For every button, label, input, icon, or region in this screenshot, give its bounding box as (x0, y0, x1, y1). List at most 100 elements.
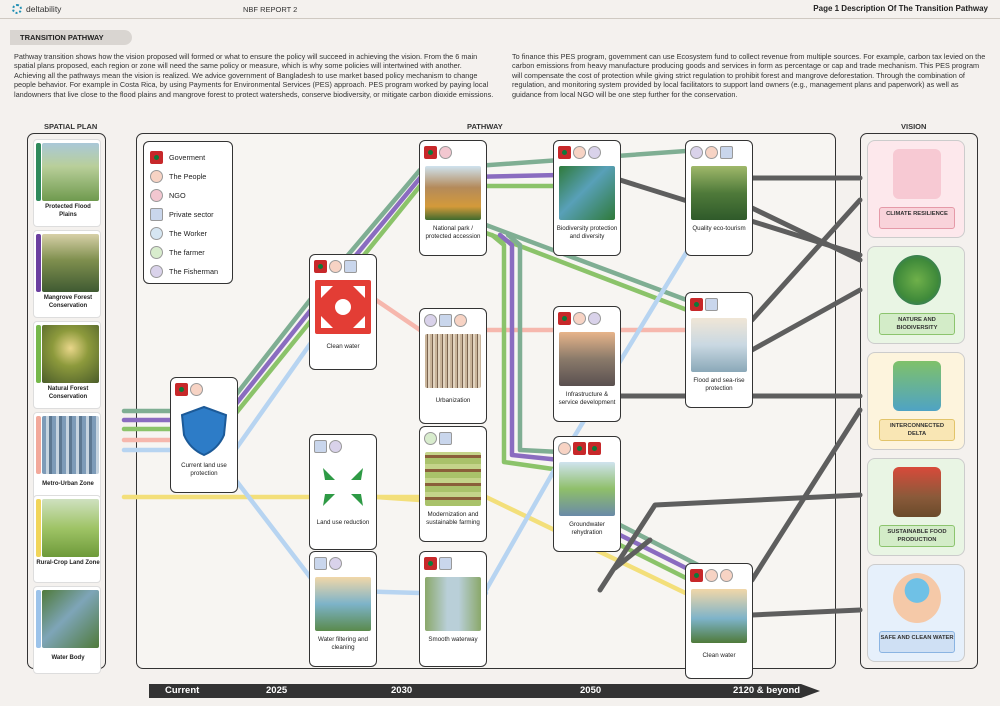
node-biodiversity[interactable]: Biodiversity protection and diversity (553, 140, 621, 256)
node-clean-water-2120[interactable]: Clean water (685, 563, 753, 679)
timeline-2120: 2120 & beyond (733, 685, 801, 696)
vision-sustainable-food[interactable]: SUSTAINABLE FOOD PRODUCTION (867, 458, 965, 556)
spatial-color-bar (36, 143, 41, 201)
vision-link-clean-water-delta (749, 407, 863, 583)
flow-rural-to-farming (373, 494, 423, 503)
spatial-label: Water Body (51, 655, 85, 661)
vision-climate-resilience[interactable]: CLIMATE RESILIENCE (867, 140, 965, 238)
private-sector-icon (439, 432, 452, 445)
node-label: Clean water (326, 343, 360, 350)
people-icon (150, 170, 163, 183)
legend-row-private: Private sector (150, 208, 214, 221)
flow-mangrove-down (497, 232, 563, 463)
government-flag-icon (558, 312, 571, 325)
waterway-image (425, 577, 481, 631)
water-body-image (42, 590, 99, 648)
node-current-land-use[interactable]: Current land use protection (170, 377, 238, 493)
timeline-2050: 2050 (580, 685, 602, 696)
node-label: National park / protected accession (425, 225, 481, 240)
node-eco-tourism[interactable]: Quality eco-tourism (685, 140, 753, 256)
government-flag-icon (175, 383, 188, 396)
node-modern-farming[interactable]: Modernization and sustainable farming (419, 426, 487, 542)
node-label: Urbanization (435, 397, 471, 404)
spatial-card-natural-forest[interactable]: Natural Forest Conservation (33, 321, 101, 409)
spatial-label: Metro-Urban Zone (42, 481, 94, 487)
fisherman-icon (329, 440, 342, 453)
flow-flood-down (505, 232, 563, 455)
spatial-card-flood-plains[interactable]: Protected Flood Plains (33, 139, 101, 227)
spatial-card-water-body[interactable]: Water Body (33, 586, 101, 674)
node-label: Infrastructure & service development (558, 391, 616, 406)
report-label: NBF REPORT 2 (243, 5, 298, 14)
node-label: Quality eco-tourism (692, 225, 746, 232)
vision-label: SAFE AND CLEAN WATER (879, 631, 955, 653)
spatial-card-metro-urban[interactable]: Metro-Urban Zone (33, 412, 101, 500)
deltability-logo-icon (12, 4, 22, 14)
vision-link-ecotourism-nature (749, 205, 863, 263)
node-land-use-reduction[interactable]: Land use reduction (309, 434, 377, 550)
ngo-icon (150, 189, 163, 202)
vision-safe-clean-water[interactable]: SAFE AND CLEAN WATER (867, 564, 965, 662)
node-smooth-waterway[interactable]: Smooth waterway (419, 551, 487, 667)
expand-arrows-icon (315, 280, 371, 334)
timeline-arrow (149, 684, 820, 698)
private-sector-icon (314, 440, 327, 453)
private-sector-icon (720, 146, 733, 159)
node-label: Current land use protection (181, 462, 227, 477)
vision-nature-biodiversity[interactable]: NATURE AND BIODIVERSITY (867, 246, 965, 344)
flow-water-rise (225, 327, 323, 463)
intro-right-paragraph: To finance this PES program, government … (512, 52, 986, 99)
fisherman-icon (588, 146, 601, 159)
node-flood-protection[interactable]: Flood and sea-rise protection (685, 292, 753, 408)
node-groundwater[interactable]: Groundwater rehydration (553, 436, 621, 552)
brand-name: deltability (26, 4, 62, 14)
timeline-current: Current (165, 685, 200, 696)
node-urbanization[interactable]: Urbanization (419, 308, 487, 424)
brand-logo[interactable]: deltability (12, 4, 61, 14)
node-clean-water-2025[interactable]: Clean water (309, 254, 377, 370)
government-flag-icon (424, 146, 437, 159)
food-crate-icon (893, 467, 941, 517)
people-icon (573, 146, 586, 159)
people-icon (558, 442, 571, 455)
people-icon (329, 260, 342, 273)
vision-interconnected-delta[interactable]: INTERCONNECTED DELTA (867, 352, 965, 450)
spatial-color-bar (36, 234, 41, 292)
private-sector-icon (439, 557, 452, 570)
vision-link-groundwater-up (612, 537, 653, 571)
timeline-2030: 2030 (391, 685, 413, 696)
node-label: Land use reduction (316, 519, 370, 526)
spatial-card-rural-crop[interactable]: Rural-Crop Land Zone (33, 495, 101, 583)
vision-label: INTERCONNECTED DELTA (879, 419, 955, 441)
clean-water-image (691, 589, 747, 643)
node-label: Smooth waterway (428, 636, 478, 643)
vision-heading: VISION (901, 122, 927, 131)
stakeholder-legend: Goverment The People NGO Private sector … (143, 141, 233, 284)
ngo-icon (439, 146, 452, 159)
node-national-park[interactable]: National park / protected accession (419, 140, 487, 256)
metro-urban-image (42, 416, 99, 474)
vision-link-flood-climate (749, 197, 863, 323)
government-flag-icon (588, 442, 601, 455)
intro-left-paragraph: Pathway transition shows how the vision … (14, 52, 494, 99)
fisherman-icon (150, 265, 163, 278)
vision-link-groundwater-food (597, 492, 863, 593)
pathway-heading: PATHWAY (467, 122, 503, 131)
water-filtering-image (315, 577, 371, 631)
fisherman-icon (690, 146, 703, 159)
compress-arrows-icon (323, 468, 363, 506)
flow-mangrove-rise (225, 172, 563, 417)
spatial-card-mangrove[interactable]: Mangrove Forest Conservation (33, 230, 101, 318)
rural-crop-image (42, 499, 99, 557)
legend-row-worker: The Worker (150, 227, 207, 240)
node-water-filtering[interactable]: Water filtering and cleaning (309, 551, 377, 667)
national-park-image (425, 166, 481, 220)
groundwater-image (559, 462, 615, 516)
node-label: Biodiversity protection and diversity (556, 225, 618, 240)
legend-row-people: The People (150, 170, 206, 183)
eco-tourism-image (691, 166, 747, 220)
shield-icon (180, 405, 228, 457)
infrastructure-image (559, 332, 615, 386)
node-infrastructure[interactable]: Infrastructure & service development (553, 306, 621, 422)
